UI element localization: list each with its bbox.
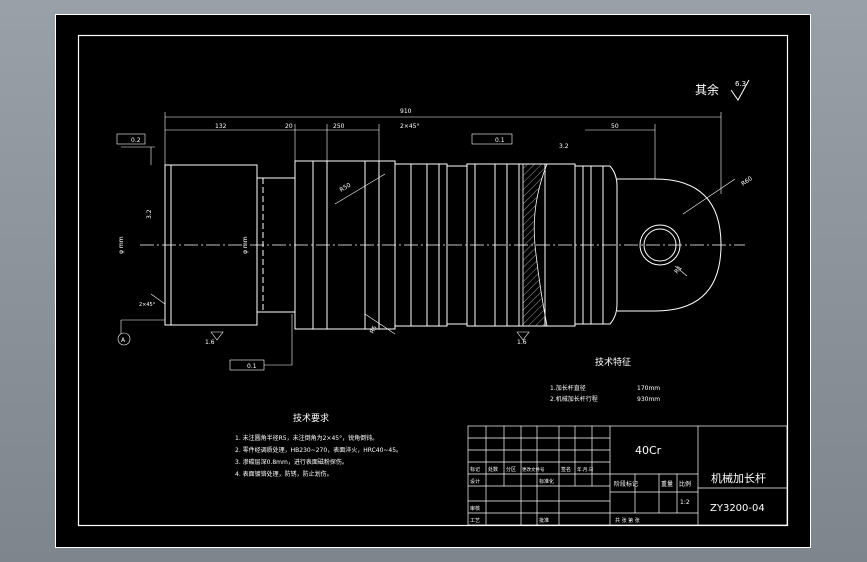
dim-132: 132 — [215, 123, 227, 130]
sheets: 共 张 第 张 — [615, 517, 640, 524]
tolerance-frame-a — [116, 133, 146, 145]
title-block-grid — [467, 425, 788, 526]
inner-frame — [77, 34, 789, 527]
tolerance-c: 0.1 — [247, 363, 257, 370]
dim-chamfer2: 2×45° — [139, 302, 156, 308]
header-zone: 分区 — [506, 466, 516, 473]
header-sign: 签名 — [561, 466, 571, 473]
drawing-sheet: 其余 6.3 — [55, 14, 811, 548]
tech-requirement-3: 3. 渗碳层深0.8mm，进行表面磁粉探伤。 — [235, 458, 348, 466]
drawing-number: ZY3200-04 — [710, 503, 765, 514]
rest-roughness-value: 6.3 — [735, 80, 746, 88]
top-dimension-lines — [164, 112, 722, 194]
scale-label: 比例 — [679, 480, 691, 488]
tech-requirements-title: 技术要求 — [293, 412, 329, 424]
row-check: 审核 — [470, 505, 480, 512]
leader-lines — [120, 146, 736, 335]
shaft-body — [164, 160, 722, 330]
tech-feature-2: 2.机械加长杆行程 — [550, 395, 598, 403]
dim-phi-left: φ mm — [118, 236, 125, 254]
dim-r60: R60 — [740, 175, 754, 188]
row-process: 工艺 — [470, 518, 480, 524]
header-date: 年.月.日 — [577, 466, 593, 473]
tech-requirement-2: 2. 零件经调质处理，HB230~270，表面淬火，HRC40~45。 — [235, 446, 402, 454]
dim-16b: 1.6 — [517, 339, 527, 346]
tolerance-b: 0.1 — [495, 137, 505, 144]
tolerance-a: 0.2 — [131, 137, 141, 144]
dim-r50: R50 — [339, 182, 353, 194]
header-docno: 更改文件号 — [522, 466, 545, 473]
rest-roughness-label: 其余 — [695, 82, 719, 97]
dim-phi-mid: φ mm — [242, 236, 249, 254]
dim-32-left: 3.2 — [146, 209, 153, 219]
dim-250: 250 — [333, 123, 345, 130]
dim-50: 50 — [611, 123, 619, 130]
tech-requirement-4: 4. 表面镀铬处理，防锈，防止划伤。 — [235, 470, 333, 478]
row-design: 设计 — [470, 478, 480, 485]
roughness-mark-icon-2 — [516, 331, 530, 341]
section-hatch — [522, 163, 548, 327]
header-count: 处数 — [488, 466, 498, 473]
tolerance-frame-b — [471, 133, 513, 145]
outer-frame — [55, 14, 811, 548]
tech-requirement-1: 1. 未注圆角半径R5，未注倒角为2×45°，锐角倒钝。 — [235, 434, 378, 442]
tech-feature-value-1: 170mm — [637, 385, 660, 392]
header-mark: 标记 — [470, 466, 480, 473]
roughness-symbol-icon — [730, 79, 750, 101]
dim-r1: R1 — [673, 265, 684, 276]
datum-a: A — [121, 337, 126, 344]
scale-value: 1:2 — [680, 499, 690, 506]
dim-overall-length: 910 — [400, 108, 412, 115]
engineering-drawing: 其余 6.3 — [55, 14, 811, 548]
stage-label: 阶段标记 — [614, 480, 638, 488]
datum-circle-icon — [117, 332, 131, 346]
dim-20: 20 — [285, 123, 293, 130]
dim-16a: 1.6 — [205, 339, 215, 346]
weight-label: 重量 — [661, 480, 673, 488]
roughness-mark-icon — [210, 331, 224, 341]
dim-32-right: 3.2 — [559, 143, 569, 150]
tech-feature-1: 1.加长杆直径 — [550, 384, 586, 392]
dim-r5: R5 — [369, 324, 379, 335]
tech-features-title: 技术特征 — [595, 356, 631, 368]
dim-chamfer: 2×45° — [400, 123, 419, 130]
material: 40Cr — [635, 444, 662, 457]
part-name: 机械加长杆 — [711, 471, 766, 485]
row-approve: 批准 — [539, 517, 549, 524]
row-standard: 标准化 — [539, 478, 554, 485]
tech-feature-value-2: 930mm — [637, 396, 660, 403]
